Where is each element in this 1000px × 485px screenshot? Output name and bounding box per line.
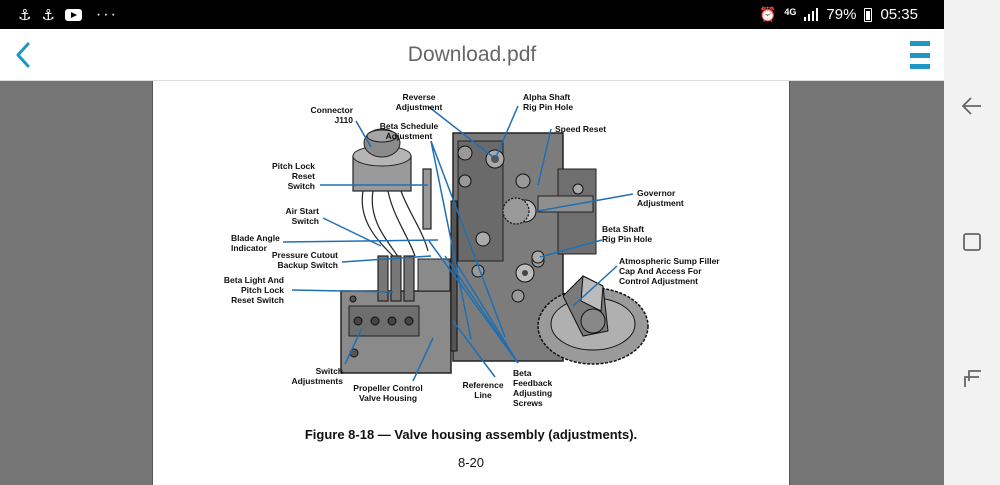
- battery-percent: 79%: [826, 6, 857, 23]
- network-type: 4G: [784, 6, 797, 17]
- label-beta-light: Beta Light And Pitch Lock Reset Switch: [223, 275, 284, 305]
- label-pressure-cutout: Pressure Cutout Backup Switch: [271, 250, 338, 270]
- label-governor-adjustment: Governor Adjustment: [637, 188, 684, 208]
- square-icon: [963, 233, 981, 251]
- system-icons: ⏰ 4G 79% 05:35: [759, 0, 918, 29]
- label-air-start-switch: Air Start Switch: [285, 206, 319, 226]
- label-blade-angle-indicator: Blade Angle Indicator: [231, 233, 280, 253]
- valve-housing-illustration: [282, 105, 649, 382]
- notification-icons: ⚓ ⚓ ···: [0, 6, 118, 24]
- page-number: 8-20: [457, 455, 485, 470]
- menu-icon: [910, 41, 930, 46]
- navigation-bar: [944, 0, 1000, 485]
- signal-icon: [804, 8, 819, 21]
- nav-recents-button[interactable]: [958, 364, 986, 392]
- nav-home-button[interactable]: [958, 228, 986, 256]
- label-atmospheric-sump: Atmospheric Sump Filler Cap And Access F…: [619, 256, 720, 286]
- chevron-left-icon: [16, 42, 30, 68]
- alarm-icon: ⏰: [758, 6, 777, 23]
- label-reference-line: Reference Line: [462, 380, 504, 400]
- label-propeller-control: Propeller Control Valve Housing: [353, 383, 423, 403]
- nav-back-button[interactable]: [958, 92, 986, 120]
- pdf-viewer[interactable]: Connector J110 Reverse Adjustment Alpha …: [0, 81, 944, 485]
- label-connector: Connector J110: [310, 105, 354, 125]
- leader-lines: [282, 105, 634, 382]
- youtube-icon: [64, 8, 82, 21]
- label-beta-schedule: Beta Schedule Adjustment: [379, 121, 439, 141]
- menu-button[interactable]: [910, 41, 930, 69]
- label-beta-feedback: Beta Feedback Adjusting Screws: [513, 368, 553, 408]
- battery-icon: [864, 7, 873, 22]
- figure-caption: Figure 8-18 — Valve housing assembly (ad…: [304, 427, 638, 442]
- status-bar: ⚓ ⚓ ··· ⏰ 4G 79% 05:35: [0, 0, 944, 29]
- label-speed-reset: Speed Reset: [555, 124, 607, 134]
- document-title: Download.pdf: [407, 43, 537, 66]
- label-pitch-lock-reset: Pitch Lock Reset Switch: [272, 161, 315, 191]
- arrow-left-icon: [961, 97, 981, 115]
- more-notifications-icon: ···: [95, 5, 118, 23]
- app-bar: Download.pdf: [0, 29, 944, 81]
- clock: 05:35: [880, 6, 918, 23]
- recents-icon: [964, 370, 981, 387]
- wiring-harness: [361, 168, 432, 302]
- usb-icon: ⚓: [41, 5, 55, 24]
- pdf-page: Connector J110 Reverse Adjustment Alpha …: [152, 81, 790, 485]
- usb-icon: ⚓: [18, 5, 32, 24]
- label-alpha-shaft: Alpha Shaft Rig Pin Hole: [523, 92, 574, 112]
- label-reverse-adjustment: Reverse Adjustment: [395, 92, 443, 112]
- back-button[interactable]: [8, 37, 38, 73]
- label-beta-shaft: Beta Shaft Rig Pin Hole: [602, 224, 653, 244]
- label-switch-adjustments: Switch Adjustments: [291, 366, 343, 386]
- valve-housing-plate: [417, 258, 451, 292]
- governor-gear: [502, 197, 530, 225]
